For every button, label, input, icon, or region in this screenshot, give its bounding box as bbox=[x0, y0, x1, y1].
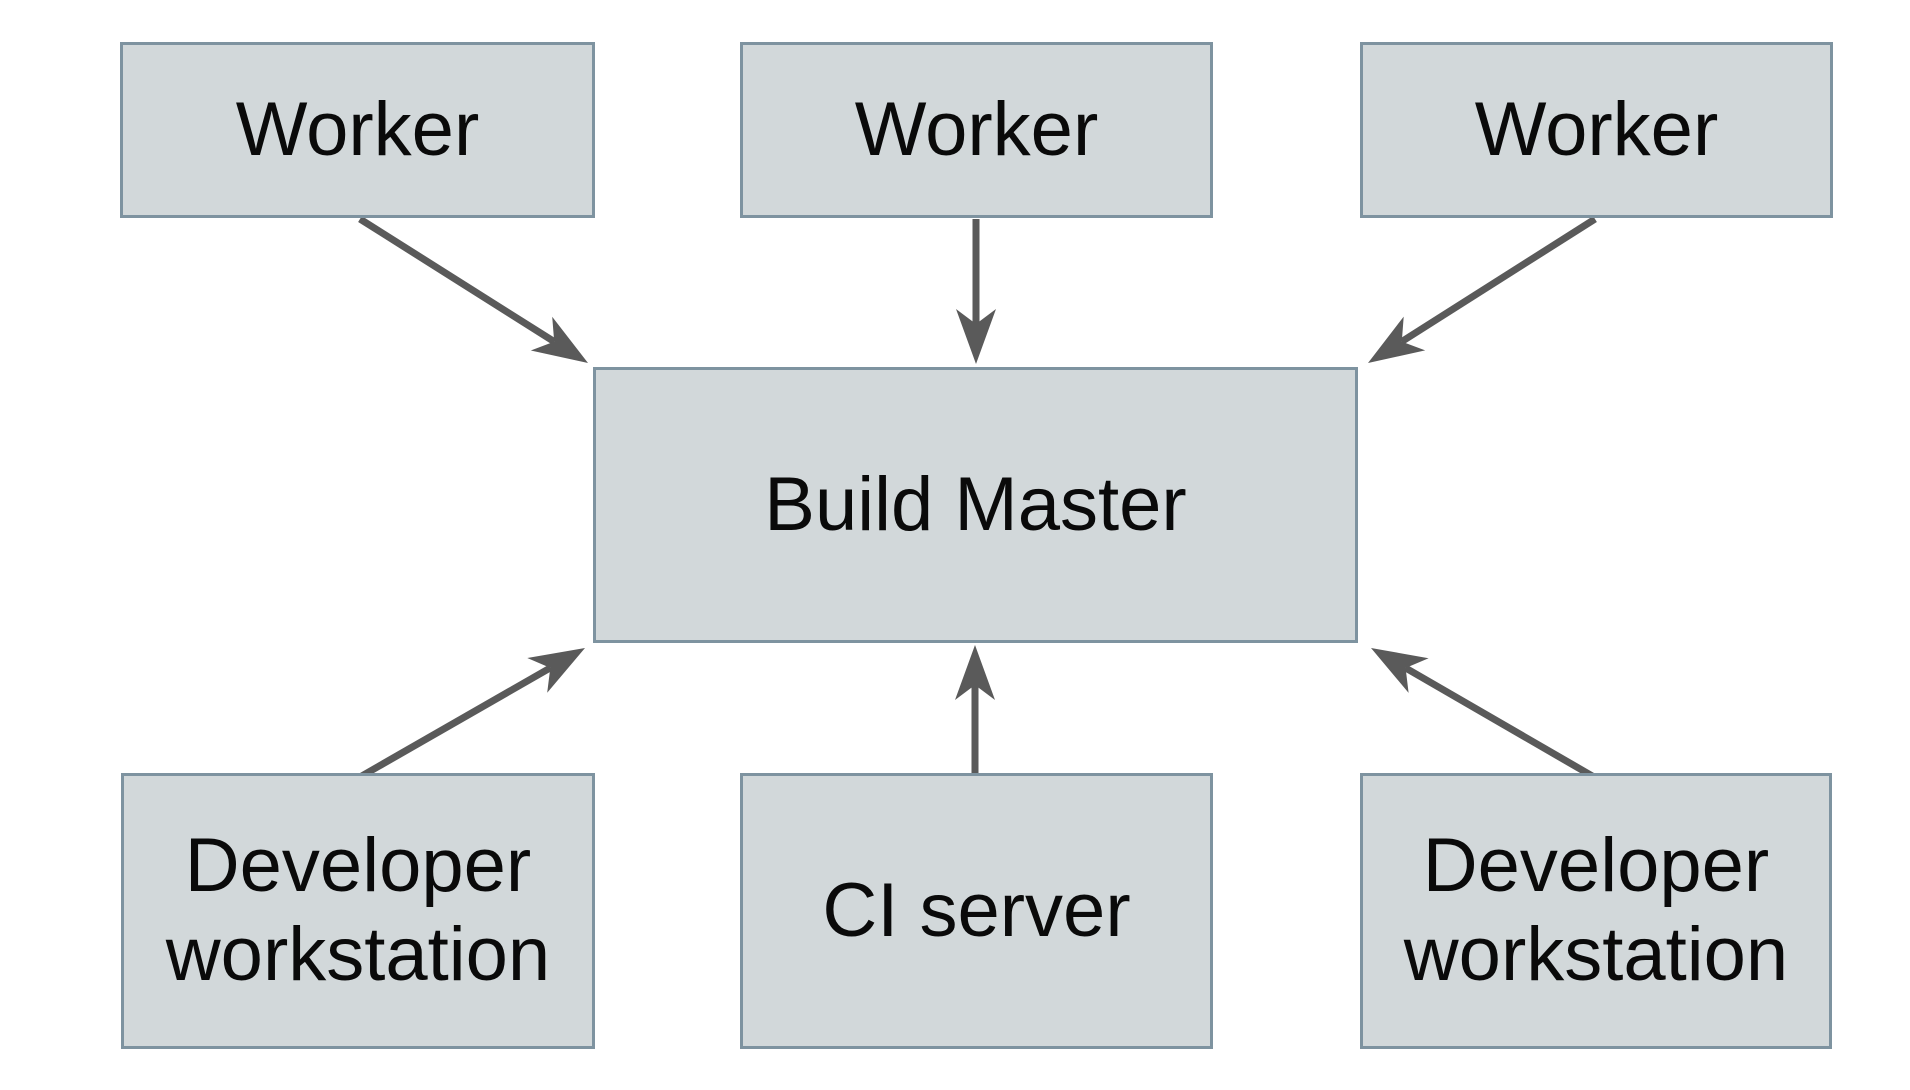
node-worker-3: Worker bbox=[1360, 42, 1833, 218]
arrow-shaft-worker1-to-build_master bbox=[358, 216, 557, 345]
node-worker-3-label: Worker bbox=[1474, 86, 1719, 172]
node-worker-2: Worker bbox=[740, 42, 1213, 218]
arrowhead-dev_workstation2-to-build_master bbox=[1371, 648, 1429, 693]
node-worker-1-label: Worker bbox=[235, 86, 480, 172]
node-developer-workstation-1: Developer workstation bbox=[121, 773, 595, 1049]
arrow-shaft-dev_workstation1-to-build_master bbox=[358, 664, 553, 781]
arrow-shaft-dev_workstation2-to-build_master bbox=[1403, 664, 1596, 781]
arrowhead-worker1-to-build_master bbox=[530, 316, 588, 363]
arrowhead-worker3-to-build_master bbox=[1368, 316, 1426, 363]
node-worker-1: Worker bbox=[120, 42, 595, 218]
arrow-shaft-worker3-to-build_master bbox=[1399, 216, 1597, 345]
node-developer-workstation-1-label: Developer workstation bbox=[165, 823, 551, 997]
arrowhead-ci_server-to-build_master bbox=[955, 645, 995, 700]
arrowhead-dev_workstation1-to-build_master bbox=[527, 648, 585, 693]
node-ci-server: CI server bbox=[740, 773, 1213, 1049]
node-developer-workstation-2: Developer workstation bbox=[1360, 773, 1832, 1049]
node-build-master: Build Master bbox=[593, 367, 1358, 643]
node-build-master-label: Build Master bbox=[764, 461, 1187, 547]
node-developer-workstation-2-label: Developer workstation bbox=[1403, 823, 1789, 997]
node-worker-2-label: Worker bbox=[854, 86, 1099, 172]
node-ci-server-label: CI server bbox=[822, 867, 1131, 953]
arrowhead-worker2-to-build_master bbox=[956, 309, 996, 364]
